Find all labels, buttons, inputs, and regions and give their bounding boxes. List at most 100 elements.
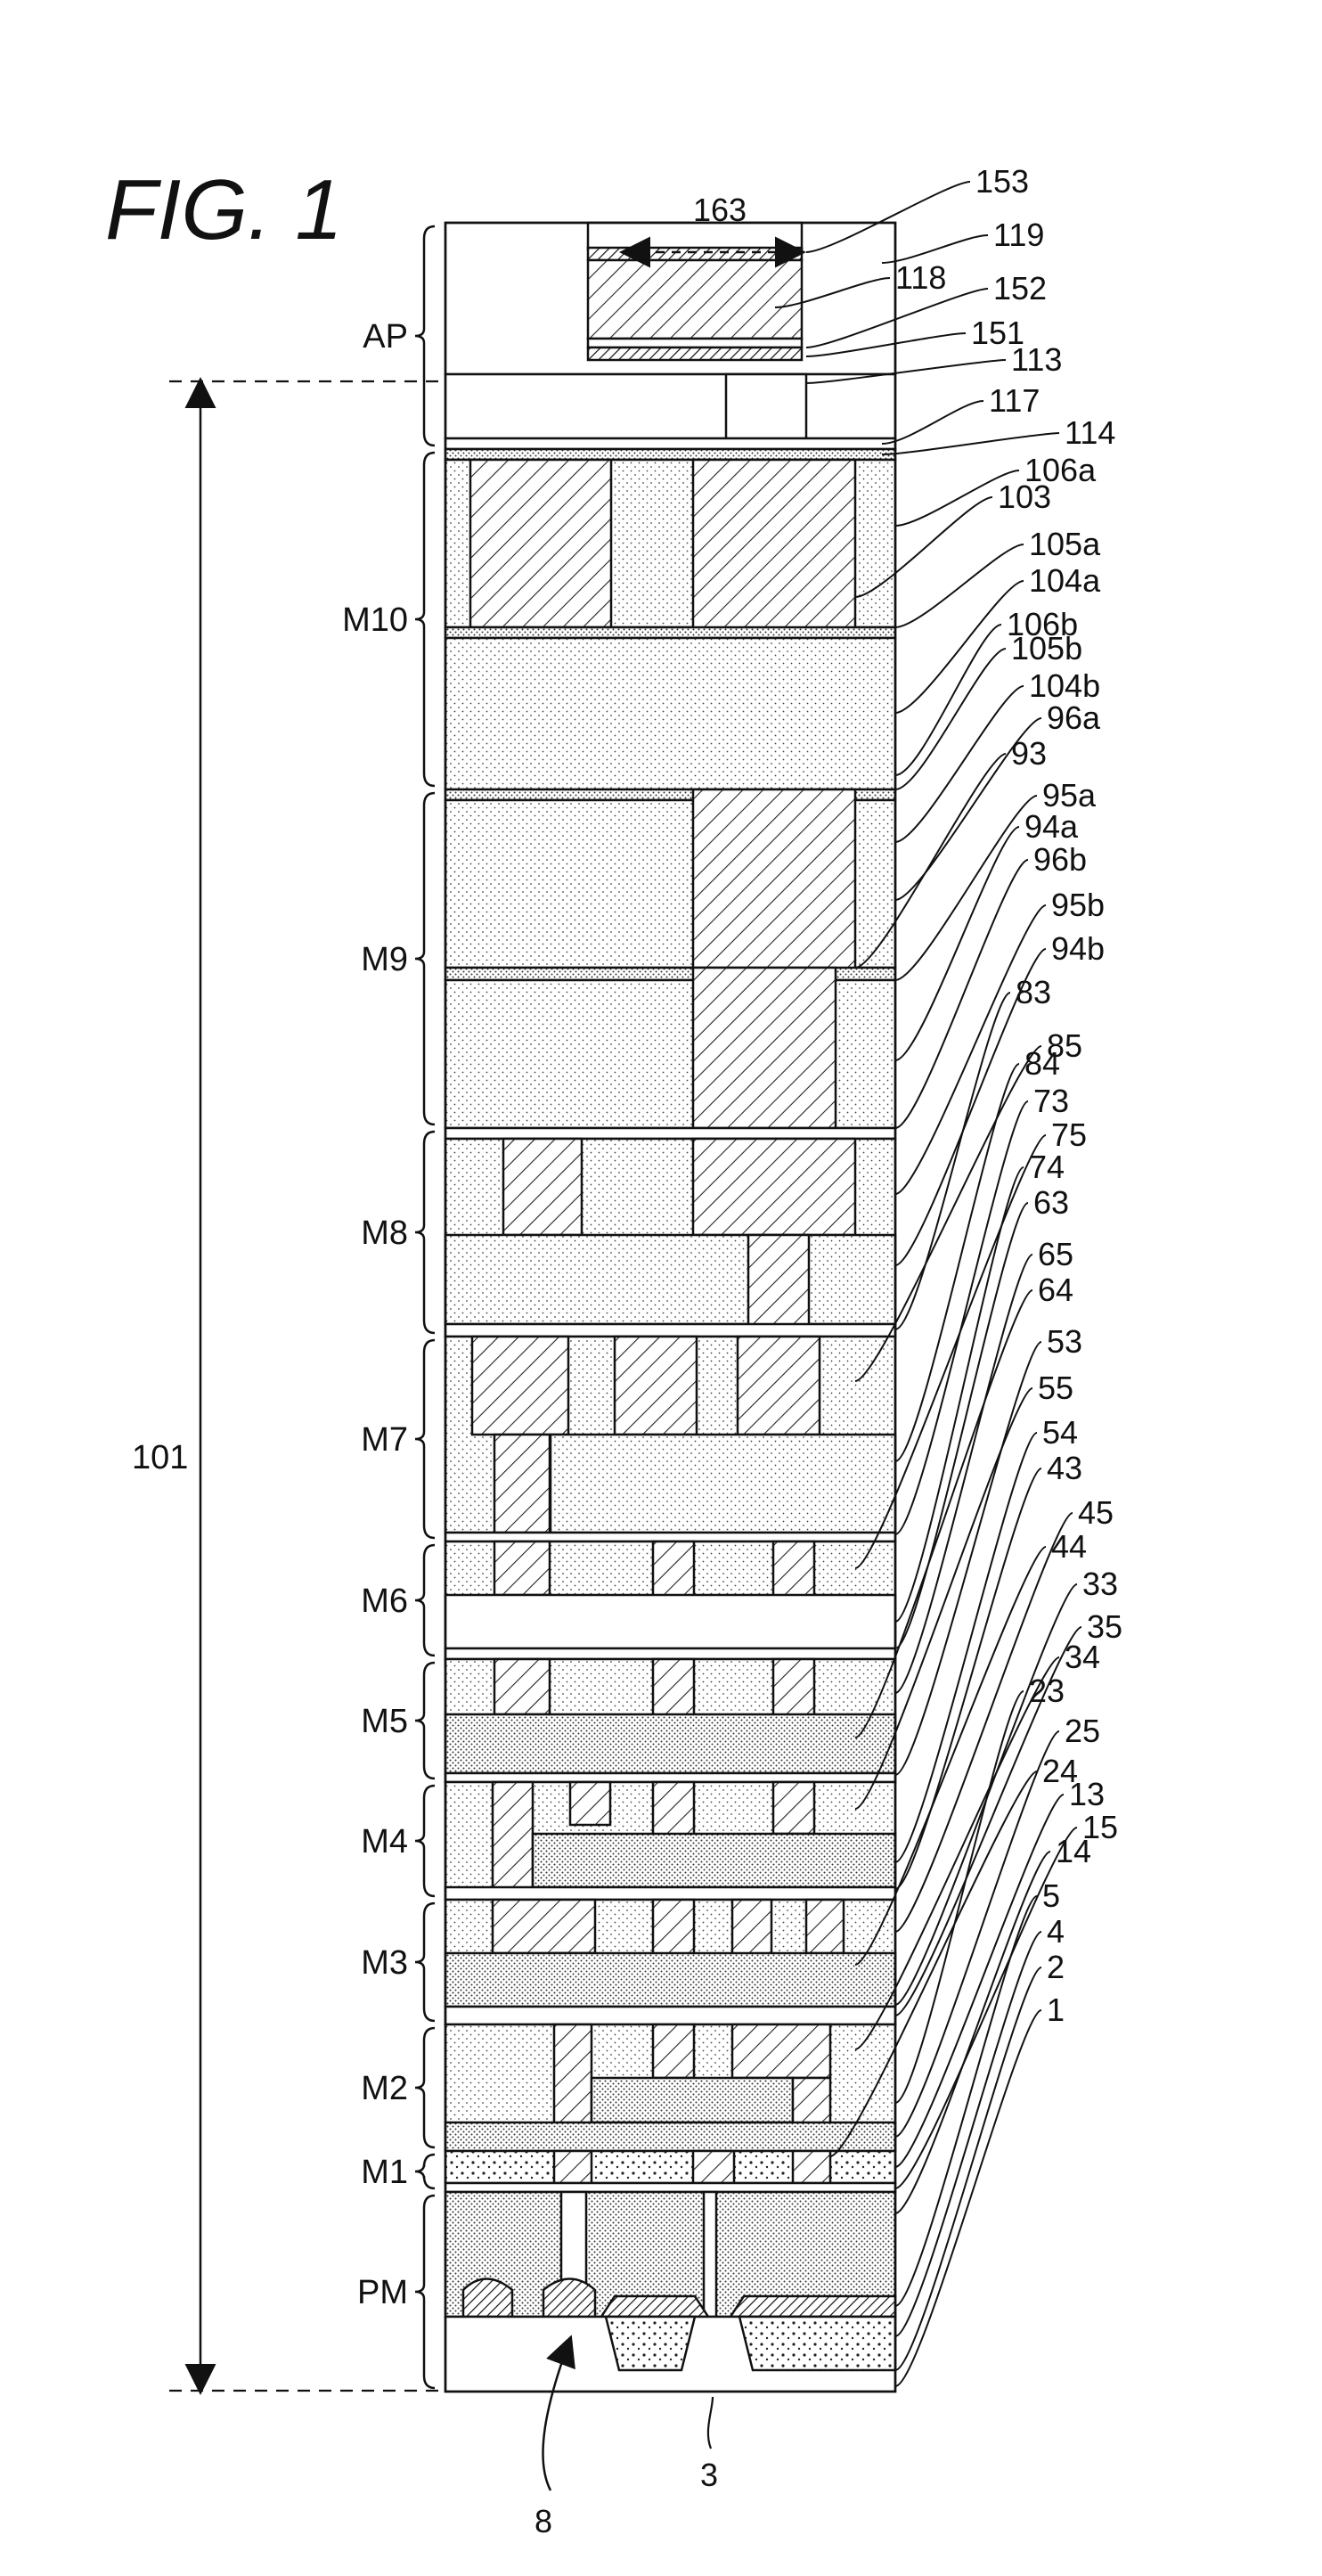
layer-label: M1 (361, 2154, 408, 2191)
leader-line (895, 1896, 1037, 2306)
layer-44 (445, 1887, 895, 1900)
reference-numeral: 94a (1024, 808, 1079, 845)
reference-numeral: 117 (989, 382, 1040, 419)
layer-label: M6 (361, 1582, 408, 1620)
leader-line (895, 1167, 1024, 1622)
reference-numeral: 95b (1051, 887, 1105, 923)
reference-numeral: 33 (1082, 1566, 1118, 1602)
reference-numeral: 114 (1065, 414, 1115, 451)
reference-numeral: 2 (1047, 1949, 1065, 1985)
layer-label: M7 (361, 1421, 408, 1459)
layer-brace (415, 2028, 435, 2147)
layer-label: M2 (361, 2070, 408, 2107)
via-93-lower (693, 968, 836, 1128)
figure-title: FIG. 1 (105, 162, 343, 258)
via-4-small (570, 1782, 610, 1825)
layer-106a (445, 449, 895, 460)
layer-brace (415, 2155, 435, 2188)
isolation-2-left (606, 2317, 695, 2370)
layer-brace (415, 1545, 435, 1656)
layer-brace (415, 1663, 435, 1779)
via-4-left (493, 1782, 533, 1900)
label-8: 8 (535, 2503, 552, 2539)
layer-label: M10 (342, 601, 408, 639)
reference-numeral: 153 (975, 163, 1029, 200)
reference-numeral: 25 (1065, 1713, 1100, 1749)
layer-stack (445, 223, 895, 2392)
layer-label: M3 (361, 1944, 408, 1982)
reference-numeral: 53 (1047, 1323, 1082, 1360)
layer-34 (445, 2007, 895, 2024)
layer-brace (415, 1786, 435, 1896)
leader-line (882, 401, 983, 444)
reference-numeral: 5 (1042, 1877, 1060, 1914)
layer-54 (445, 1773, 895, 1782)
via-1-left (554, 2151, 592, 2183)
contact-3 (704, 2192, 716, 2317)
label-163: 163 (693, 192, 747, 228)
layer-label: M5 (361, 1703, 408, 1740)
via-73 (738, 1337, 820, 1435)
via-7-plug (494, 1435, 550, 1533)
reference-numeral: 93 (1011, 735, 1047, 772)
via-2-mid (653, 2024, 694, 2078)
reference-numeral: 105a (1029, 526, 1101, 562)
reference-numeral: 74 (1029, 1149, 1065, 1185)
via-3-left (493, 1900, 595, 1953)
via-5-left (494, 1659, 550, 1714)
layer-24 (445, 2122, 895, 2151)
layer-114 (445, 438, 895, 449)
via-73-mid (615, 1337, 697, 1435)
reference-numeral: 65 (1038, 1236, 1073, 1272)
layer-brace (415, 793, 435, 1124)
via-23 (732, 2024, 830, 2078)
leader-line (895, 1731, 1059, 2137)
dielectric-85-lower (445, 1235, 895, 1324)
dielectric-45-lower (533, 1834, 895, 1887)
via-7-left (472, 1337, 568, 1435)
reference-numeral: 1 (1047, 1991, 1065, 2028)
reference-numeral: 64 (1038, 1272, 1073, 1308)
leader-line (895, 1468, 1041, 1889)
gate-right (543, 2279, 595, 2318)
layer-label: PM (357, 2274, 408, 2311)
reference-numeral: 55 (1038, 1370, 1073, 1406)
gate-right-wide (730, 2296, 895, 2317)
reference-numeral: 23 (1029, 1672, 1065, 1709)
contact-1 (561, 2192, 586, 2290)
via-1-right (793, 2151, 830, 2183)
layer-brace (415, 1132, 435, 1333)
reference-numeral: 54 (1042, 1414, 1078, 1451)
reference-numeral: 118 (895, 259, 946, 296)
gate-center (601, 2296, 708, 2317)
via-8-left (503, 1139, 582, 1235)
via-6-left (494, 1542, 550, 1595)
reference-numeral: 34 (1065, 1639, 1100, 1675)
layer-64 (445, 1595, 895, 1648)
reference-numeral: 14 (1056, 1833, 1091, 1869)
layer-label: AP (363, 318, 408, 356)
layer-153 (588, 248, 802, 260)
reference-numeral: 73 (1033, 1083, 1069, 1119)
leader-line (895, 1932, 1041, 2336)
plug-113 (726, 374, 806, 438)
reference-numeral: 104b (1029, 667, 1100, 704)
reference-numeral: 103 (998, 478, 1051, 515)
reference-numeral: 84 (1024, 1045, 1060, 1082)
dielectric-55-lower (445, 1714, 895, 1773)
pad-118 (588, 260, 802, 339)
reference-numeral: 45 (1078, 1494, 1114, 1531)
layer-label: M8 (361, 1214, 408, 1252)
isolation-2-right (739, 2317, 895, 2370)
layer-brace (415, 1340, 435, 1538)
layer-74 (445, 1533, 895, 1542)
layer-104a-106b (445, 627, 895, 638)
via-83 (693, 1139, 855, 1235)
reference-numeral: 113 (1011, 341, 1062, 378)
dielectric-105b (445, 638, 895, 789)
reference-numeral: 44 (1051, 1528, 1087, 1565)
layer-151 (588, 348, 802, 360)
via-13 (693, 2151, 734, 2183)
layer-117 (445, 374, 895, 438)
layer-labels: APM10M9M8M7M6M5M4M3M2M1PM (342, 226, 435, 2388)
